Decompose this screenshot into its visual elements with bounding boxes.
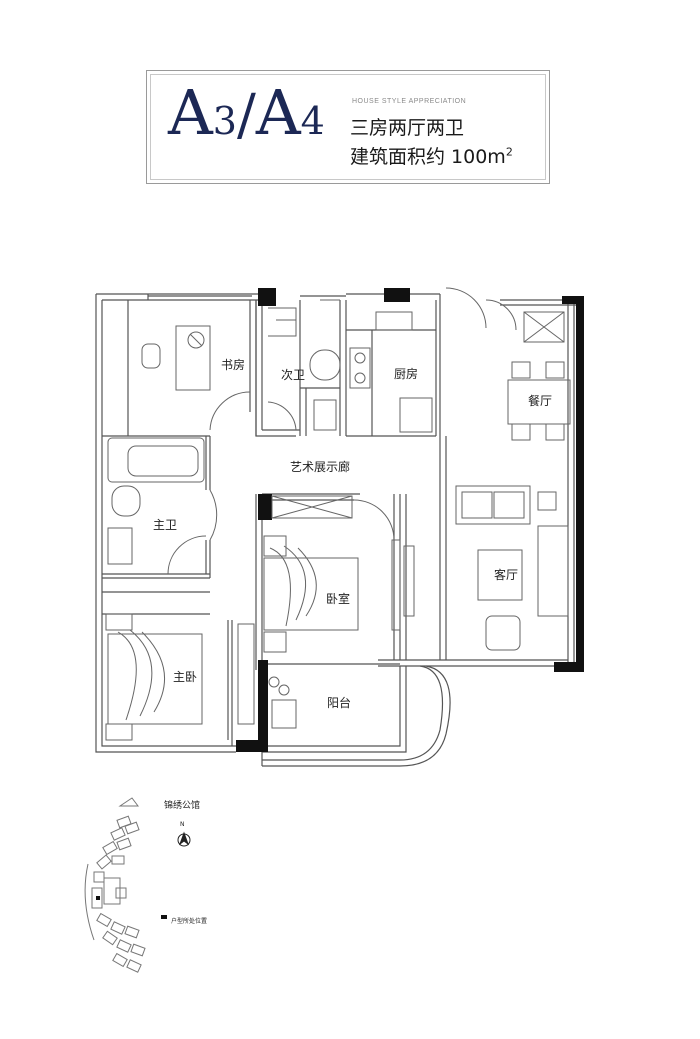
stove: [349, 347, 371, 389]
structural-walls: [236, 288, 584, 752]
armchair: [485, 615, 521, 651]
toilet-master: [111, 485, 141, 517]
area-description: 建筑面积约 100m2: [350, 142, 513, 169]
master-bed: [107, 633, 203, 725]
dining-table: [507, 379, 571, 425]
washer: [271, 699, 297, 729]
legend-marker: [161, 915, 167, 919]
unit-code-letter-a2: A: [255, 76, 301, 149]
bathtub: [107, 437, 205, 483]
legend-label: 户型所处位置: [171, 918, 208, 925]
room-gallery: 艺术展示廊: [290, 460, 351, 474]
shower-2: [313, 399, 337, 431]
toilet-2: [309, 349, 341, 381]
room-balcony: 阳台: [327, 696, 352, 710]
area-superscript: 2: [505, 145, 513, 159]
room-kitchen: 厨房: [394, 367, 419, 381]
unit-code-slash: /: [236, 83, 256, 148]
location-marker: [96, 896, 100, 900]
room-dining: 餐厅: [528, 394, 553, 408]
room-bedroom: 卧室: [326, 592, 351, 606]
north-arrow-icon: [177, 831, 191, 847]
site-map: [84, 797, 146, 973]
header-frame: [146, 70, 550, 184]
sofa: [455, 485, 531, 525]
vanity: [107, 527, 133, 565]
unit-code-title: A3/A4: [168, 82, 325, 162]
study-chair: [141, 343, 161, 369]
unit-code-letter-a: A: [168, 76, 213, 149]
furniture: [105, 287, 571, 741]
room-master-bath: 主卫: [153, 518, 178, 532]
tv-cabinet: [537, 525, 569, 617]
room-living: 客厅: [494, 568, 519, 582]
room-master-bedroom: 主卧: [173, 670, 198, 684]
header-border: [146, 70, 550, 184]
room-study: 书房: [221, 358, 246, 372]
north-label: N: [180, 821, 185, 828]
study-desk: [175, 325, 211, 391]
english-subtitle: HOUSE STYLE APPRECIATION: [352, 98, 467, 105]
bedroom-bed: [263, 557, 359, 631]
site-map-title: 锦绣公馆: [164, 801, 201, 811]
outer-walls: [95, 293, 580, 767]
sink: [375, 311, 413, 331]
layout-description: 三房两厅两卫: [350, 117, 465, 139]
area-text: 建筑面积约 100m: [350, 146, 506, 168]
room-second-bath: 次卫: [281, 368, 306, 382]
fridge: [399, 397, 433, 433]
unit-code-number-3: 3: [212, 99, 237, 143]
unit-code-number-4: 4: [300, 99, 325, 143]
coffee-table: [477, 549, 523, 601]
